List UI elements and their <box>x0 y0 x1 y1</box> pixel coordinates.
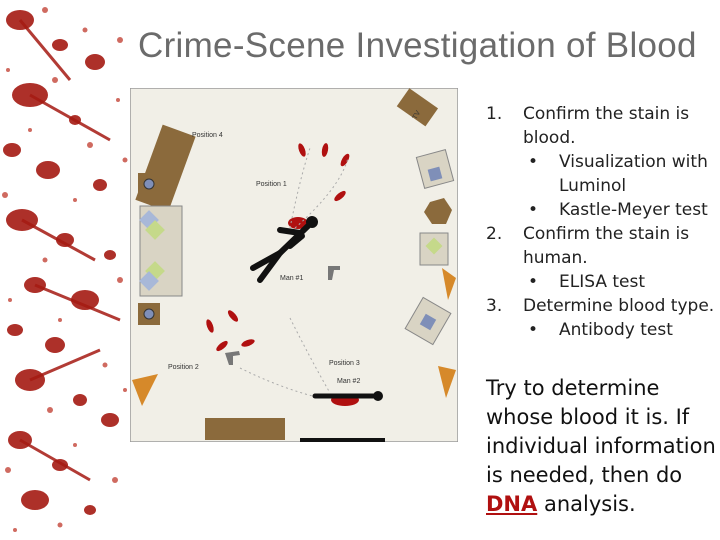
trajectory-lines <box>239 147 349 399</box>
step-2-sub-1: • ELISA test <box>486 270 716 294</box>
bullet-icon: • <box>528 320 539 340</box>
bullet-icon: • <box>528 152 539 172</box>
plant-bottom-right <box>438 366 456 398</box>
plant-bottom-left <box>132 374 158 406</box>
cushion-4 <box>139 271 159 291</box>
step-1-sub-2-text: Kastle-Meyer test <box>559 200 708 220</box>
step-2-number: 2. <box>486 224 503 244</box>
label-man-1: Man #1 <box>280 275 303 282</box>
slide-title: Crime-Scene Investigation of Blood <box>138 26 697 65</box>
crime-scene-diagram: TV <box>130 88 458 442</box>
hex-table-right <box>424 198 452 224</box>
label-position-1: Position 1 <box>256 181 287 188</box>
step-2: 2. Confirm the stain is human. <box>486 222 716 270</box>
table-bottom <box>205 418 285 440</box>
step-1-sub-1-text: Visualization with Luminol <box>559 152 708 196</box>
gun-1 <box>328 266 340 280</box>
guns <box>225 266 340 365</box>
label-man-2: Man #2 <box>337 378 360 385</box>
step-3-sub-1: • Antibody test <box>486 318 716 342</box>
lamp-upper <box>143 178 155 190</box>
cushion-6 <box>425 237 443 255</box>
man1-body <box>250 223 311 283</box>
step-1: 1. Confirm the stain is blood. <box>486 102 716 150</box>
step-3-sub-1-text: Antibody test <box>559 320 673 340</box>
label-position-4: Position 4 <box>192 132 223 139</box>
note-text: Try to determine whose blood it is. If i… <box>486 376 716 487</box>
bullet-icon: • <box>528 200 539 220</box>
tv-table <box>396 88 439 127</box>
step-3-number: 3. <box>486 296 503 316</box>
doorway <box>300 438 385 442</box>
step-1-text: Confirm the stain is blood. <box>523 104 690 148</box>
step-3-text: Determine blood type. <box>523 296 715 316</box>
dna-link[interactable]: DNA <box>486 492 538 516</box>
blood-pool-man1 <box>288 217 308 229</box>
step-3: 3. Determine blood type. <box>486 294 716 318</box>
step-1-number: 1. <box>486 104 503 124</box>
steps-list: 1. Confirm the stain is blood. • Visuali… <box>486 102 716 342</box>
tv-label: TV <box>412 109 423 121</box>
cushion-7 <box>419 313 437 331</box>
blood-drops <box>206 143 359 406</box>
step-2-text: Confirm the stain is human. <box>523 224 690 268</box>
man2-head <box>373 391 383 401</box>
note-text-end: analysis. <box>543 492 636 516</box>
blood-splatter-decoration <box>2 7 128 532</box>
step-1-sub-2: • Kastle-Meyer test <box>486 198 716 222</box>
bullet-icon: • <box>528 272 539 292</box>
plant-right <box>442 268 456 300</box>
note-paragraph: Try to determine whose blood it is. If i… <box>486 374 716 519</box>
lamp-lower <box>143 308 155 320</box>
gun-2 <box>225 351 240 365</box>
label-position-2: Position 2 <box>168 364 199 371</box>
cushion-5 <box>427 166 443 182</box>
step-1-sub-1: • Visualization with Luminol <box>486 150 716 198</box>
label-position-3: Position 3 <box>329 360 360 367</box>
man1-head <box>306 216 318 228</box>
step-2-sub-1-text: ELISA test <box>559 272 646 292</box>
